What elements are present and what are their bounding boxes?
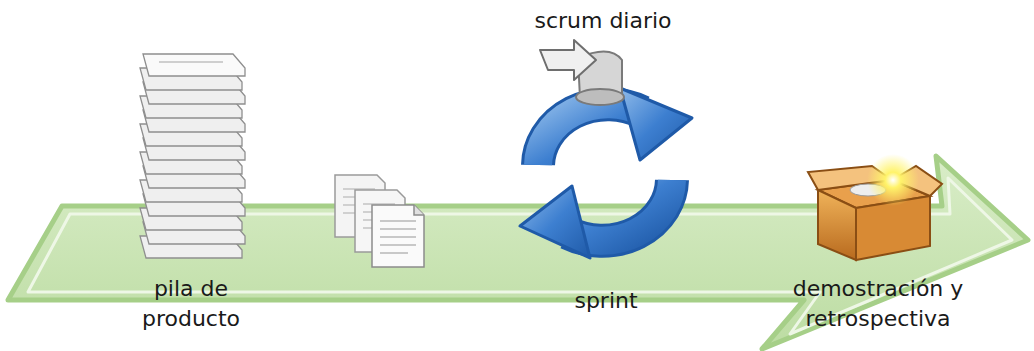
daily-scrum-icon — [540, 40, 624, 105]
label-slot: sprint — [526, 286, 686, 316]
backlog-stack — [140, 54, 245, 258]
increment-box — [808, 154, 942, 260]
stage-label: demostración y retrospectiva — [773, 274, 983, 334]
backlog-sheet — [143, 54, 245, 76]
label-slot: demostración y retrospectiva — [773, 274, 983, 334]
label-slot: scrum diario — [493, 6, 713, 36]
sprint-backlog-sheets — [335, 175, 424, 267]
label-slot: pila de producto — [116, 274, 266, 334]
arrow-highlight — [28, 178, 1012, 334]
sprint-cycle — [520, 88, 692, 258]
stage-label: sprint — [574, 286, 637, 316]
stage-label: pila de producto — [116, 274, 266, 334]
stage-label: scrum diario — [534, 6, 671, 36]
